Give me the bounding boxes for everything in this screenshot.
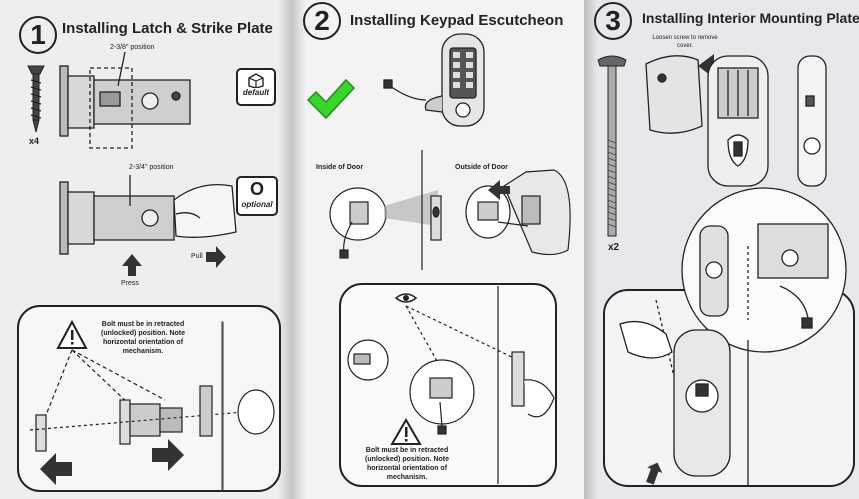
panel-fold-shade bbox=[292, 0, 306, 499]
latch-illustration bbox=[17, 51, 281, 492]
bolt-detail-icon bbox=[347, 286, 555, 484]
cover-note-label: Loosen screw to remove cover. bbox=[652, 35, 718, 49]
latch-top-icon bbox=[59, 51, 191, 149]
step-number-1: 1 bbox=[19, 16, 57, 54]
step-3-panel: 3 Installing Interior Mounting Plate bbox=[584, 0, 859, 499]
press-label: Press bbox=[121, 280, 139, 287]
step-2-title: Installing Keypad Escutcheon bbox=[350, 12, 564, 29]
screw-count-label: x2 bbox=[608, 242, 620, 253]
arrow-left-icon bbox=[488, 180, 510, 200]
step-1-title: Installing Latch & Strike Plate bbox=[62, 20, 273, 37]
step-2-panel: 2 Installing Keypad Escutcheon bbox=[292, 0, 584, 499]
warning-icon bbox=[390, 418, 422, 445]
press-arrow-icon bbox=[122, 254, 142, 276]
default-badge: default bbox=[236, 68, 276, 106]
arrow-left-icon bbox=[40, 453, 72, 485]
pull-arrow-icon bbox=[206, 246, 226, 268]
position-top-label: 2-3/8" position bbox=[110, 44, 155, 51]
check-mark-icon bbox=[306, 78, 356, 120]
pull-label: Pull bbox=[191, 253, 203, 260]
outside-door-label: Outside of Door bbox=[455, 164, 508, 171]
step-number-3: 3 bbox=[594, 2, 632, 40]
warning-icon bbox=[56, 319, 88, 349]
box-icon bbox=[248, 73, 264, 88]
battery-housing-icon bbox=[645, 54, 827, 187]
screw-count-label: x4 bbox=[29, 136, 40, 146]
inside-door-label: Inside of Door bbox=[316, 164, 364, 171]
optional-letter: O bbox=[249, 179, 264, 199]
keypad-illustration bbox=[306, 33, 571, 487]
panel-fold-shade bbox=[278, 0, 292, 499]
outside-door-icon bbox=[465, 169, 571, 256]
keypad-icon bbox=[383, 33, 485, 127]
eye-icon bbox=[394, 293, 418, 303]
step-2-warning-text: Bolt must be in retracted (unlocked) pos… bbox=[365, 447, 449, 481]
optional-badge: O optional bbox=[236, 176, 278, 216]
step-number-2: 2 bbox=[303, 2, 341, 40]
step-1-warning-text: Bolt must be in retracted (unlocked) pos… bbox=[101, 321, 185, 355]
step-1-panel: 1 Installing Latch & Strike Plate bbox=[0, 0, 292, 499]
step-3-title: Installing Interior Mounting Plate bbox=[642, 10, 859, 26]
exploded-latch-icon bbox=[29, 321, 275, 491]
machine-screw-icon bbox=[597, 55, 627, 237]
wiring-detail-icon bbox=[619, 187, 847, 486]
arrow-right-icon bbox=[152, 439, 184, 471]
panel-fold-shade bbox=[584, 0, 598, 499]
mounting-plate-illustration bbox=[597, 54, 855, 487]
optional-label: optional bbox=[241, 200, 273, 209]
inside-door-icon bbox=[329, 150, 442, 270]
wood-screw-icon bbox=[27, 65, 45, 133]
default-label: default bbox=[242, 88, 270, 97]
latch-middle-icon bbox=[59, 175, 237, 255]
position-middle-label: 2-3/4" position bbox=[129, 164, 174, 171]
arrow-up-icon bbox=[646, 462, 663, 485]
